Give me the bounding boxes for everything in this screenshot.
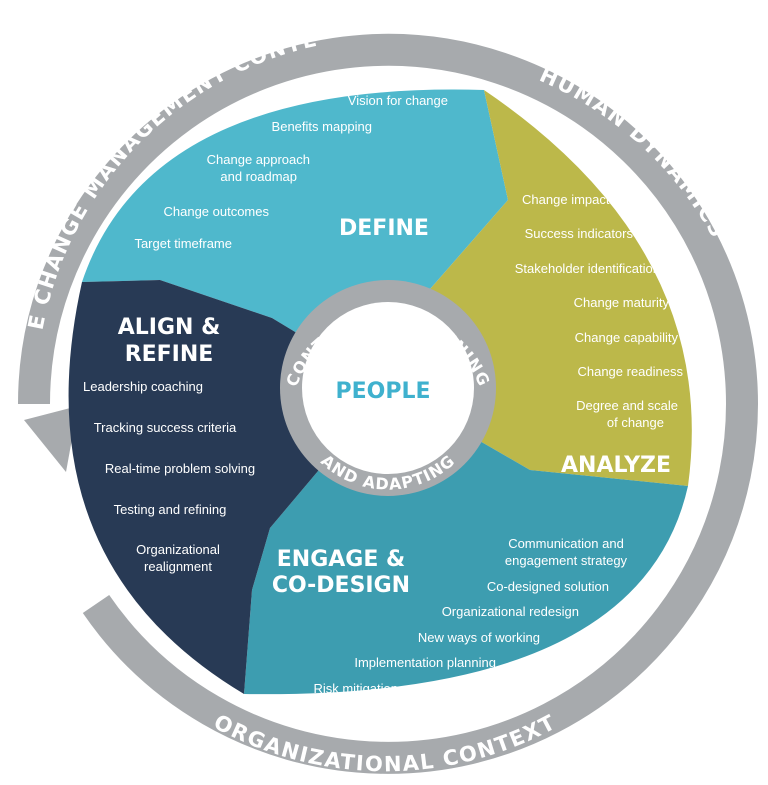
define-item: Benefits mapping bbox=[272, 119, 372, 134]
engage-item: Organizational redesign bbox=[442, 604, 579, 619]
analyze-title: ANALYZE bbox=[561, 453, 671, 478]
ring-arrow-head bbox=[24, 406, 78, 472]
engage-title-line2: CO-DESIGN bbox=[272, 573, 410, 598]
align-item: Real-time problem solving bbox=[105, 461, 255, 476]
engage-item: Co-designed solution bbox=[487, 579, 609, 594]
engage-title-line1: ENGAGE & bbox=[277, 547, 405, 572]
define-title: DEFINE bbox=[339, 216, 429, 241]
align-item: Organizational bbox=[136, 542, 220, 557]
analyze-item: Change maturity bbox=[574, 295, 670, 310]
define-item: Target timeframe bbox=[134, 236, 232, 251]
analyze-item: Stakeholder identification bbox=[515, 261, 660, 276]
define-item: Vision for change bbox=[348, 93, 448, 108]
analyze-item: Change capability bbox=[575, 330, 679, 345]
analyze-item: Change readiness bbox=[577, 364, 683, 379]
align-title-line1: ALIGN & bbox=[118, 315, 221, 340]
align-item: realignment bbox=[144, 559, 212, 574]
define-item: Change approach bbox=[207, 152, 310, 167]
outer-context-ring bbox=[18, 33, 758, 774]
define-item: and roadmap bbox=[220, 169, 297, 184]
engage-item: Implementation planning bbox=[354, 655, 496, 670]
engage-item: Risk mitigation bbox=[313, 681, 398, 696]
engage-item: engagement strategy bbox=[505, 553, 628, 568]
center-label: PEOPLE bbox=[335, 379, 430, 404]
center-circle bbox=[308, 308, 468, 468]
engage-item: Communication and bbox=[508, 536, 624, 551]
align-item: Testing and refining bbox=[114, 502, 227, 517]
analyze-item: Change impacts bbox=[522, 192, 616, 207]
align-title-line2: REFINE bbox=[125, 342, 214, 367]
align-item: Tracking success criteria bbox=[94, 420, 237, 435]
engage-item: New ways of working bbox=[418, 630, 540, 645]
define-item: Change outcomes bbox=[163, 204, 269, 219]
analyze-item: Degree and scale bbox=[576, 398, 678, 413]
align-item: Leadership coaching bbox=[83, 379, 203, 394]
analyze-item: of change bbox=[607, 415, 664, 430]
analyze-item: Success indicators bbox=[525, 226, 634, 241]
